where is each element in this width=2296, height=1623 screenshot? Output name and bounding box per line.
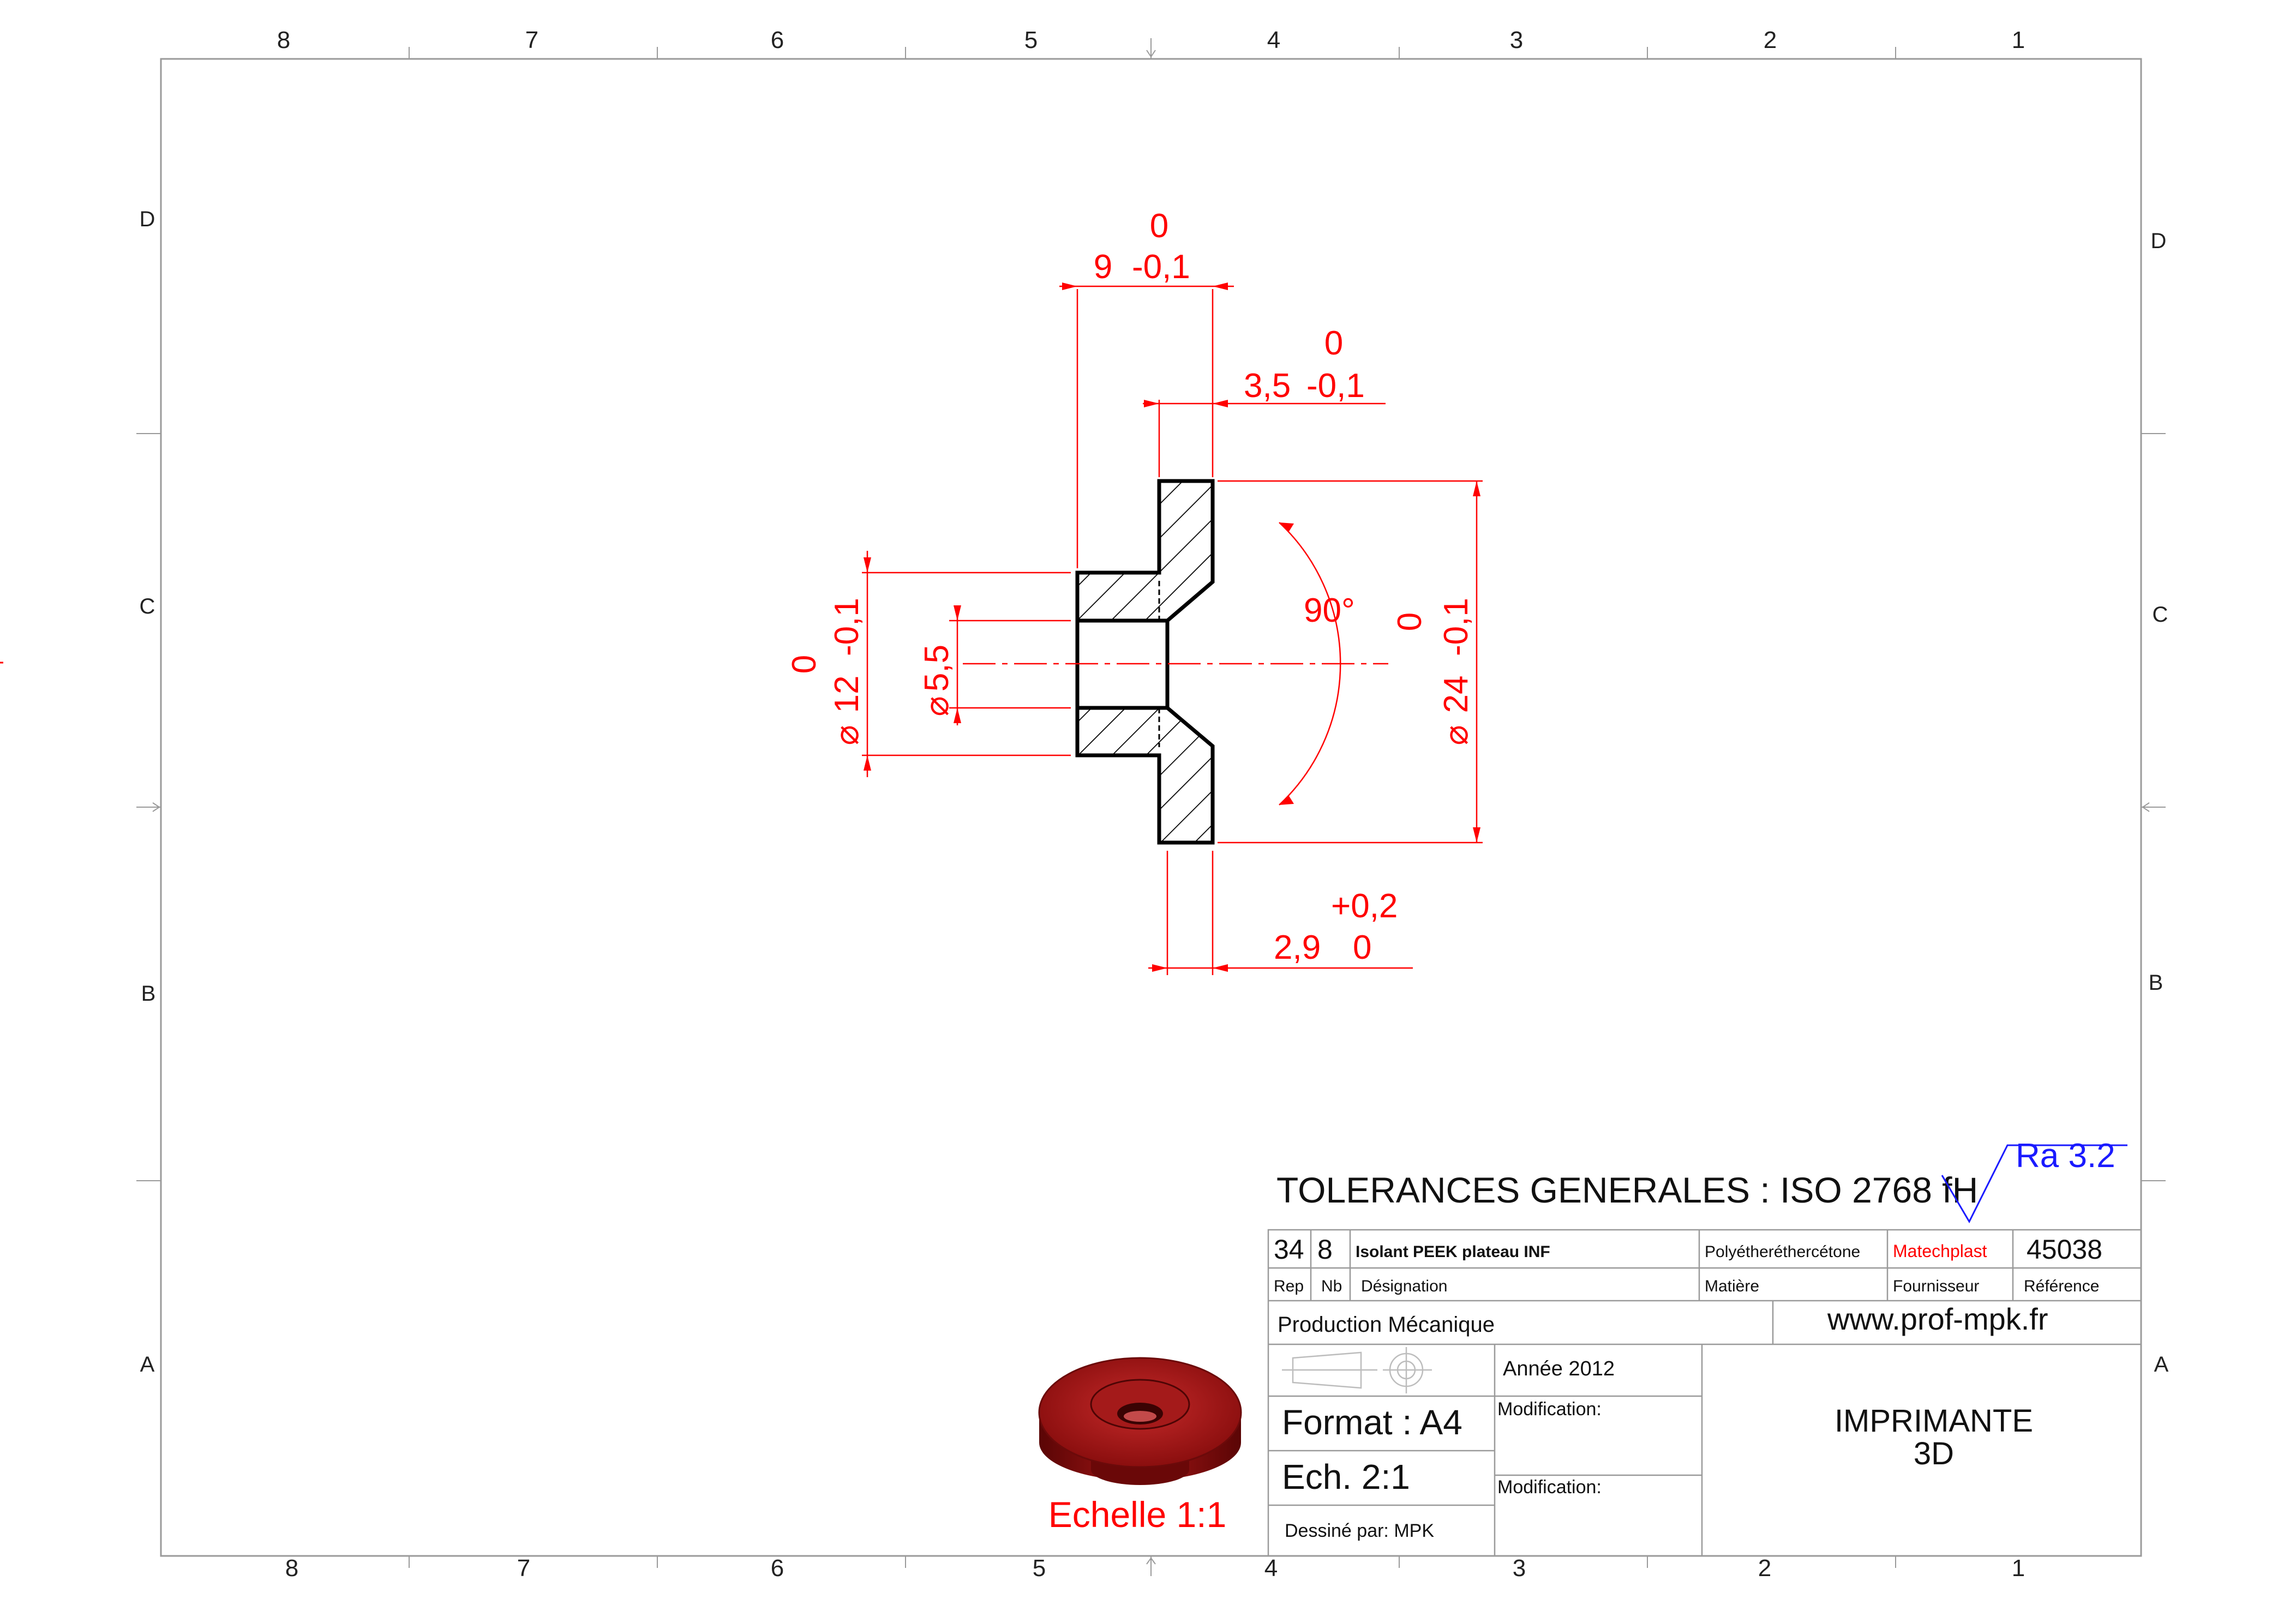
year: Année 2012	[1503, 1357, 1615, 1380]
item-supplier: Matechplast	[1893, 1241, 1987, 1261]
header-designation: Désignation	[1361, 1277, 1447, 1295]
part-3d-preview	[1038, 1357, 1242, 1485]
modification-2: Modification:	[1497, 1477, 1602, 1498]
dim-9-upper: 0	[1150, 207, 1168, 245]
part-section-view	[963, 479, 1388, 845]
col-label: 7	[517, 1555, 530, 1582]
drawing-title-line-1: IMPRIMANTE	[1835, 1403, 2033, 1439]
row-label: B	[141, 982, 156, 1006]
item-nb: 8	[1317, 1234, 1333, 1265]
header-reference: Référence	[2024, 1277, 2099, 1295]
row-label: D	[2151, 229, 2167, 253]
dim-angle: 90°	[1304, 592, 1355, 629]
dimension-lines	[862, 285, 1483, 975]
dim-12-nominal: 12	[828, 676, 866, 713]
item-reference: 45038	[2027, 1234, 2102, 1265]
header-material: Matière	[1705, 1277, 1759, 1295]
dim-24-text: 0 ⌀ 24 -0,1	[1391, 598, 1475, 746]
dim-24-symbol: ⌀	[1437, 725, 1475, 745]
item-headers: Rep Nb Désignation Matière Fournisseur R…	[1274, 1277, 2099, 1295]
section-hatch	[1159, 481, 1213, 621]
dim-24-upper: 0	[1391, 612, 1429, 631]
row-label: A	[140, 1352, 155, 1376]
dim-12-symbol: ⌀	[828, 725, 866, 745]
row-label: A	[2154, 1352, 2169, 1376]
dim-12-upper: 0	[786, 655, 823, 674]
header-supplier: Fournisseur	[1893, 1277, 1979, 1295]
department: Production Mécanique	[1278, 1313, 1495, 1337]
dimension-texts: 0 9 -0,1 0 3,5 -0,1 +0,2 2,9 0 90°	[1094, 207, 1398, 966]
dim-5-5-nominal: 5,5	[918, 645, 956, 692]
col-label: 2	[1764, 27, 1777, 53]
website: www.prof-mpk.fr	[1827, 1302, 2048, 1336]
item-material: Polyétheréthercétone	[1705, 1243, 1860, 1261]
col-label: 5	[1024, 27, 1038, 53]
column-labels-bottom: 8 7 6 5 4 3 2 1	[285, 1555, 2025, 1582]
col-label: 1	[2012, 27, 2025, 53]
dim-12-text: 0 ⌀ 12 -0,1	[786, 598, 866, 746]
item-designation: Isolant PEEK plateau INF	[1356, 1243, 1550, 1261]
row-label: B	[2149, 971, 2163, 995]
col-label: 2	[1758, 1555, 1771, 1582]
col-label: 7	[525, 27, 538, 53]
dim-9-nominal: 9	[1094, 248, 1112, 286]
col-label: 8	[285, 1555, 298, 1582]
dim-3-5-nominal: 3,5	[1244, 367, 1291, 405]
dim-2-9-upper: +0,2	[1331, 887, 1398, 925]
roughness-value: Ra 3.2	[2016, 1137, 2115, 1175]
col-label: 6	[771, 1555, 784, 1582]
header-nb: Nb	[1321, 1277, 1342, 1295]
header-rep: Rep	[1274, 1277, 1304, 1295]
preview-scale-label: Echelle 1:1	[1048, 1494, 1227, 1535]
col-label: 4	[1267, 27, 1280, 53]
dim-5-5-symbol: ⌀	[918, 696, 956, 716]
dim-24-nominal: 24	[1437, 676, 1475, 713]
drawn-by: Dessiné par: MPK	[1285, 1520, 1434, 1541]
section-hatch	[1077, 708, 1159, 755]
sheet-frame	[136, 38, 2166, 1576]
col-label: 4	[1264, 1555, 1278, 1582]
dim-5-5-text: ⌀ 5,5	[918, 645, 956, 717]
row-label: C	[2153, 603, 2168, 627]
row-labels-right: D C B A	[2149, 229, 2169, 1376]
row-labels-left: D C B A	[140, 207, 156, 1376]
dim-3-5-upper: 0	[1324, 324, 1343, 362]
dimension-arrows	[864, 282, 1480, 972]
modification-1: Modification:	[1497, 1399, 1602, 1420]
row-label: D	[140, 207, 155, 231]
dim-24-lower: -0,1	[1437, 598, 1475, 656]
column-labels-top: 8 7 6 5 4 3 2 1	[277, 27, 2025, 53]
section-hatch	[1077, 573, 1159, 621]
scale: Ech. 2:1	[1282, 1457, 1410, 1496]
row-label: C	[140, 594, 155, 618]
col-label: 6	[771, 27, 784, 53]
item-row: 34 8 Isolant PEEK plateau INF Polyétheré…	[1274, 1234, 2102, 1265]
section-hatch	[1159, 708, 1213, 843]
dim-2-9-lower: 0	[1353, 929, 1371, 966]
format: Format : A4	[1282, 1403, 1462, 1442]
projection-symbol	[1282, 1347, 1432, 1393]
dim-12-lower: -0,1	[828, 598, 866, 656]
dim-9-lower: -0,1	[1132, 248, 1190, 286]
drawing-title-line-2: 3D	[1914, 1436, 1954, 1471]
col-label: 3	[1510, 27, 1523, 53]
col-label: 5	[1033, 1555, 1046, 1582]
general-tolerances: TOLERANCES GENERALES : ISO 2768 fH	[1276, 1170, 1978, 1210]
dim-3-5-lower: -0,1	[1306, 367, 1365, 405]
roughness-symbol: Ra 3.2	[1941, 1137, 2127, 1224]
item-rep: 34	[1274, 1234, 1304, 1265]
col-label: 8	[277, 27, 290, 53]
col-label: 3	[1513, 1555, 1526, 1582]
title-block-grid	[1267, 1229, 2142, 1557]
col-label: 1	[2012, 1555, 2025, 1582]
dim-2-9-nominal: 2,9	[1274, 929, 1321, 966]
